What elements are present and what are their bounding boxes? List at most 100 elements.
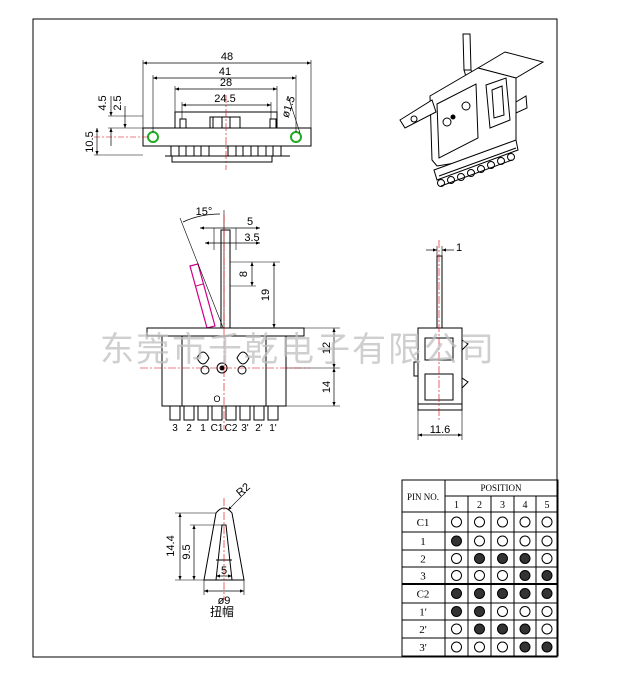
contact-open-dot: [497, 641, 508, 653]
dim-1: 1: [456, 242, 462, 254]
contact-open-dot: [451, 641, 462, 653]
pin-row-label: 2: [420, 554, 426, 566]
pin-row-label: 1: [420, 536, 426, 548]
contact-open-dot: [451, 553, 462, 564]
contact-open-dot: [497, 516, 508, 528]
contact-closed-dot: [519, 588, 531, 599]
dim-phi-1-5: ø1.5: [280, 95, 298, 120]
contact-closed-dot: [497, 553, 508, 564]
contact-open-dot: [451, 570, 462, 581]
pin-label: 1': [269, 423, 277, 434]
knob-caption: 扭帽: [210, 604, 234, 619]
contact-open-dot: [451, 623, 462, 635]
contact-closed-dot: [519, 623, 531, 635]
contact-open-dot: [497, 606, 508, 617]
contact-open-dot: [497, 570, 508, 581]
position-header: 2: [477, 500, 482, 511]
position-header: 5: [545, 500, 550, 511]
contact-closed-dot: [497, 623, 508, 635]
dim-41: 41: [219, 66, 231, 78]
pin-row-label: 2': [419, 624, 427, 636]
pin-label: 1: [200, 423, 206, 434]
pin-row-label: 3: [420, 571, 426, 583]
contact-closed-dot: [519, 641, 531, 653]
contact-open-dot: [519, 535, 531, 547]
pin-row-label: 1': [419, 607, 427, 619]
contact-closed-dot: [541, 570, 553, 581]
knob-view: [175, 491, 247, 600]
pin-position-table: [401, 479, 559, 657]
contact-closed-dot: [451, 588, 462, 599]
header-position: POSITION: [480, 483, 522, 493]
contact-open-dot: [541, 553, 553, 564]
position-header: 1: [454, 500, 459, 511]
side-view-dims: 1 11.6: [430, 242, 462, 436]
dim-48: 48: [221, 51, 233, 63]
dim-19: 19: [260, 289, 272, 301]
pin-label: 3: [172, 423, 178, 434]
front-view: [140, 210, 340, 430]
dim-2-5: 2.5: [112, 95, 124, 110]
contact-open-dot: [519, 606, 531, 617]
contact-closed-dot: [474, 623, 485, 635]
pin-label: 2': [255, 423, 263, 434]
contact-closed-dot: [451, 535, 462, 547]
top-view-dims: 48 41 28 24.5 ø1.5 4.5 2.5 10.5: [84, 51, 298, 153]
dim-24-5: 24.5: [214, 93, 235, 105]
dim-4-5: 4.5: [97, 95, 109, 110]
pin-label: 3': [241, 423, 249, 434]
contact-closed-dot: [474, 588, 485, 599]
isometric-view: [399, 33, 545, 187]
contact-closed-dot: [519, 553, 531, 564]
front-view-dims: 15° 5 3.5 8 19 12 14 O: [196, 206, 333, 404]
dim-5: 5: [247, 216, 253, 228]
pin-label: C1: [211, 423, 224, 434]
dim-9-5: 9.5: [181, 544, 193, 559]
pin-label: 2: [186, 423, 192, 434]
contact-open-dot: [474, 641, 485, 653]
pin-row-label: C1: [417, 517, 430, 529]
contact-open-dot: [451, 516, 462, 528]
dim-10-5: 10.5: [84, 131, 96, 152]
pin-row-label: 3': [419, 642, 427, 654]
header-pin-no: PIN NO.: [407, 492, 439, 502]
pin-mark: O: [213, 394, 220, 404]
knob-dims: R2 14.4 9.5 5 ø9 扭帽: [165, 481, 253, 619]
contact-closed-dot: [474, 606, 485, 617]
dim-3-5: 3.5: [244, 232, 259, 244]
position-header: 3: [500, 500, 505, 511]
contact-open-dot: [474, 516, 485, 528]
top-view: [94, 60, 312, 170]
contact-open-dot: [519, 516, 531, 528]
dim-28: 28: [220, 77, 232, 89]
dim-11-6: 11.6: [430, 424, 451, 436]
contact-closed-dot: [474, 553, 485, 564]
dim-15-deg: 15°: [196, 206, 213, 218]
contact-closed-dot: [451, 606, 462, 617]
contact-open-dot: [541, 623, 553, 635]
table-headers: PIN NO. POSITION: [407, 483, 522, 502]
side-view: [413, 240, 469, 440]
dim-14-4: 14.4: [165, 535, 177, 556]
dim-8: 8: [238, 271, 250, 277]
contact-closed-dot: [497, 588, 508, 599]
position-header: 4: [523, 500, 528, 511]
watermark-text: 东莞市千乾电子有限公司: [100, 330, 496, 370]
dim-5: 5: [221, 565, 227, 577]
contact-open-dot: [541, 606, 553, 617]
pin-label: C2: [225, 423, 238, 434]
table-body: 1 2 3 4 5C1 1 2 3C2 1' 2' 3': [417, 500, 553, 654]
pin-row-label: C2: [417, 589, 430, 601]
contact-closed-dot: [519, 570, 531, 581]
contact-open-dot: [541, 535, 553, 547]
dim-12: 12: [321, 342, 333, 354]
contact-closed-dot: [541, 641, 553, 653]
contact-open-dot: [474, 570, 485, 581]
contact-closed-dot: [541, 588, 553, 599]
contact-open-dot: [541, 516, 553, 528]
contact-open-dot: [497, 535, 508, 547]
contact-open-dot: [474, 535, 485, 547]
dim-r2: R2: [234, 481, 252, 499]
